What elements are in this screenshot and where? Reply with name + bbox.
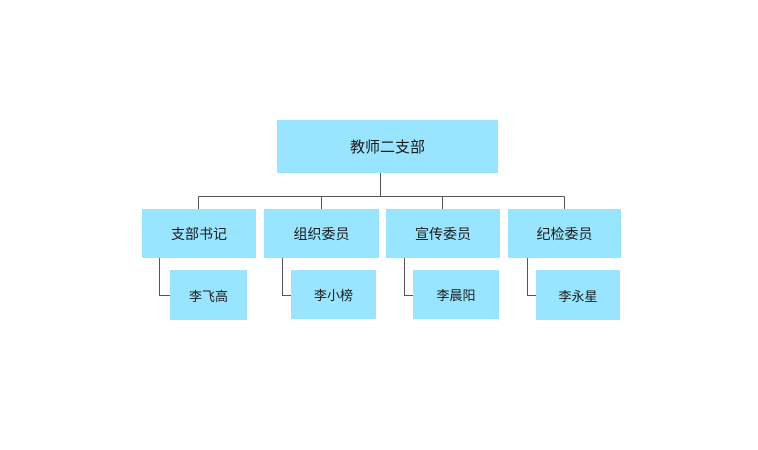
department-node-discipline: 纪检委员 — [508, 209, 621, 258]
member-node-4: 李永星 — [536, 270, 620, 320]
member-node-label: 李永星 — [558, 289, 598, 305]
department-node-label: 组织委员 — [293, 226, 350, 243]
department-node-label: 宣传委员 — [415, 226, 471, 243]
member-connector-1 — [159, 258, 170, 296]
member-node-3: 李晨阳 — [413, 270, 499, 319]
department-node-label: 支部书记 — [171, 226, 227, 243]
root-node-label: 教师二支部 — [349, 138, 425, 156]
department-node-organization: 组织委员 — [264, 209, 379, 258]
member-connector-4 — [527, 258, 536, 296]
member-node-1: 李飞高 — [170, 270, 247, 320]
member-node-label: 李小榜 — [313, 289, 353, 304]
member-node-label: 李飞高 — [188, 289, 228, 305]
department-node-label: 纪检委员 — [536, 226, 593, 243]
member-connector-2 — [282, 258, 291, 296]
department-node-secretary: 支部书记 — [142, 209, 256, 258]
member-node-label: 李晨阳 — [436, 289, 476, 304]
member-node-2: 李小榜 — [291, 270, 376, 319]
department-node-publicity: 宣传委员 — [386, 209, 500, 258]
root-node: 教师二支部 — [277, 120, 498, 173]
member-connector-3 — [404, 258, 413, 296]
